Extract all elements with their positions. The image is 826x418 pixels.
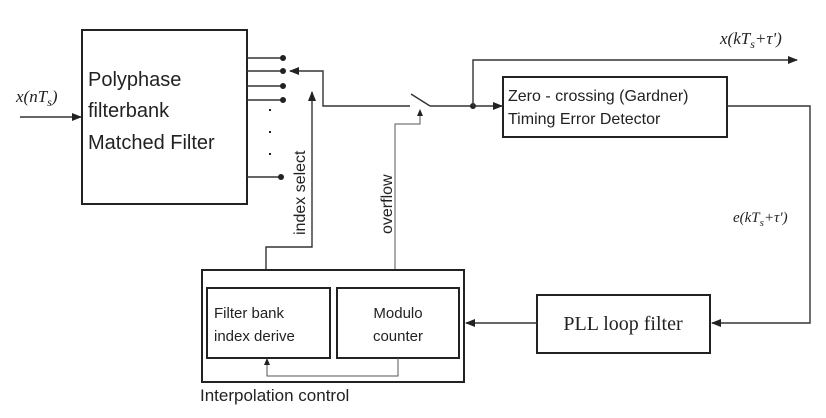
ted-label-1: Zero - crossing (Gardner) — [508, 88, 689, 105]
modulo-counter-block[interactable] — [336, 287, 460, 359]
output-signal-label: x(kTs+τ') — [719, 29, 782, 51]
polyphase-label-1: Polyphase — [88, 69, 181, 91]
error-signal-label: e(kTs+τ') — [733, 210, 788, 229]
mc-label-1: Modulo — [373, 305, 422, 322]
index-select-line — [265, 91, 316, 288]
commutator-line — [289, 67, 410, 107]
polyphase-filterbank-block[interactable] — [81, 29, 248, 205]
timing-error-detector-block[interactable] — [502, 76, 728, 138]
internal-feedback-line — [264, 358, 399, 377]
fbi-label-2: index derive — [214, 328, 295, 345]
pll-loop-filter-block[interactable] — [536, 294, 711, 354]
filter-bank-index-derive-block[interactable] — [206, 287, 331, 359]
mc-label-2: counter — [373, 328, 423, 345]
ted-label-2: Timing Error Detector — [508, 111, 661, 128]
input-signal-label: x(nTs) — [15, 87, 58, 109]
interpolation-control-label: Interpolation control — [200, 386, 349, 405]
polyphase-label-2: filterbank — [88, 100, 170, 122]
index-select-label: index select — [292, 150, 309, 235]
pll-label: PLL loop filter — [563, 313, 683, 335]
filterbank-taps — [247, 55, 286, 180]
error-signal-line — [711, 105, 811, 327]
overflow-line — [394, 109, 423, 288]
fbi-label-1: Filter bank — [214, 305, 285, 322]
polyphase-label-3: Matched Filter — [88, 132, 215, 154]
output-arrow — [472, 56, 798, 106]
switch[interactable] — [410, 93, 431, 107]
overflow-label: overflow — [379, 174, 396, 234]
